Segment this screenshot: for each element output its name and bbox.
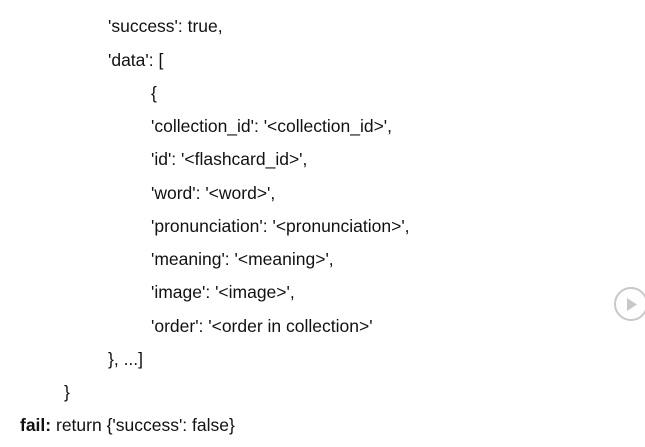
code-line-close-item: }, ...] [108, 349, 144, 369]
code-line-data: 'data': [ [108, 50, 164, 70]
play-icon [627, 298, 637, 311]
code-line-open-brace: { [151, 83, 157, 103]
play-button[interactable] [614, 287, 645, 321]
fail-text: return {'success': false} [51, 415, 235, 435]
code-line-order: 'order': '<order in collection>' [151, 316, 373, 336]
code-line-collection-id: 'collection_id': '<collection_id>', [151, 116, 393, 136]
code-line-id: 'id': '<flashcard_id>', [151, 149, 308, 169]
code-line-image: 'image': '<image>', [151, 282, 295, 302]
fail-line: fail: return {'success': false} [20, 415, 235, 435]
fail-label: fail: [20, 415, 52, 435]
code-line-close-brace: } [64, 382, 70, 402]
code-line-pronunciation: 'pronunciation': '<pronunciation>', [151, 216, 410, 236]
code-line-meaning: 'meaning': '<meaning>', [151, 249, 334, 269]
code-line-word: 'word': '<word>', [151, 183, 276, 203]
code-line-success: 'success': true, [108, 16, 223, 36]
